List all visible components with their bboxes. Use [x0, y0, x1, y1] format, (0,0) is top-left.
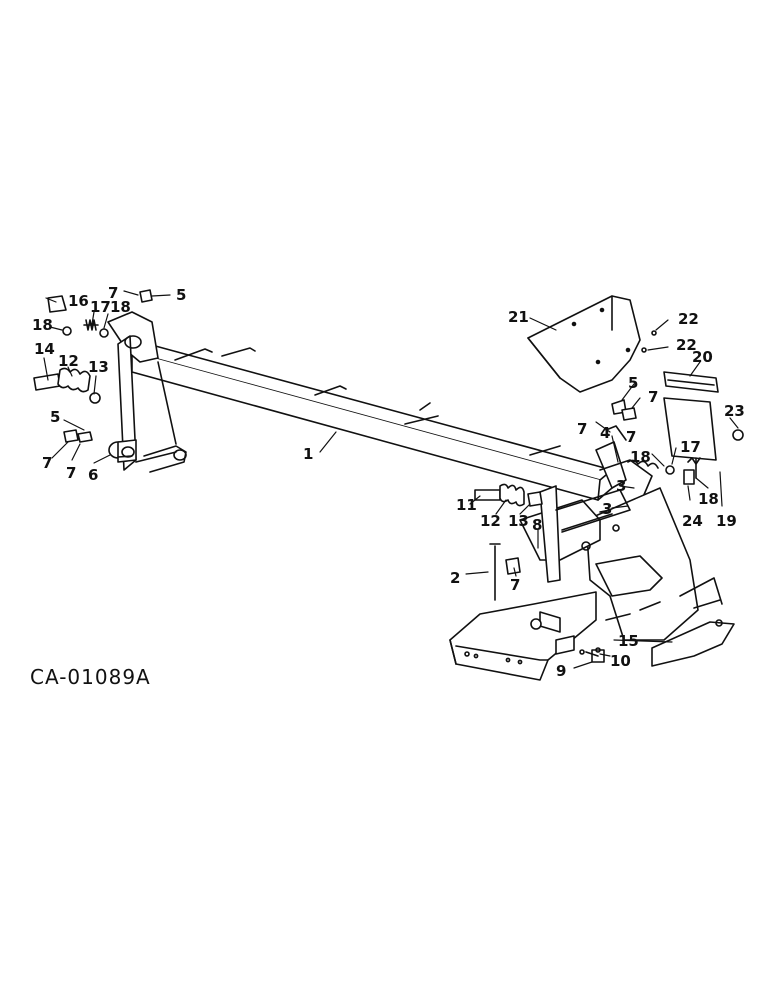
- callout-7e: 7: [577, 420, 587, 438]
- callout-9: 9: [556, 662, 566, 680]
- callout-6: 6: [88, 466, 98, 484]
- callout-18: 18: [110, 298, 131, 316]
- callout-labels: 1 2 3 3 4 5 5 5 6 7 7 7 7 7 7 7 8 9 10 1…: [32, 284, 745, 680]
- callout-11: 11: [456, 496, 477, 514]
- left-bracket: [107, 311, 187, 473]
- callout-17: 17: [90, 298, 111, 316]
- callout-5c: 5: [628, 374, 638, 392]
- callout-16: 16: [68, 292, 89, 310]
- callout-12: 12: [58, 352, 79, 370]
- callout-20: 20: [692, 348, 713, 366]
- callout-8: 8: [532, 516, 542, 534]
- callout-13b: 13: [508, 512, 529, 530]
- callout-21: 21: [508, 308, 529, 326]
- leader-lines: [43, 290, 739, 669]
- callout-7f: 7: [626, 428, 636, 446]
- figure-code: CA-01089A: [30, 665, 151, 689]
- callout-3b: 3: [602, 500, 612, 518]
- callout-18b: 18: [32, 316, 53, 334]
- callout-7: 7: [108, 284, 118, 302]
- callout-15: 15: [618, 632, 639, 650]
- callout-1: 1: [303, 445, 313, 463]
- callout-22: 22: [678, 310, 699, 328]
- front-housing: [449, 577, 735, 681]
- callout-22b: 22: [676, 336, 697, 354]
- callout-7c: 7: [66, 464, 76, 482]
- callout-7b: 7: [42, 454, 52, 472]
- center-hardware: [474, 483, 599, 657]
- callout-2: 2: [450, 569, 460, 587]
- gearbox-housing: [519, 485, 699, 641]
- callout-10: 10: [610, 652, 631, 670]
- callout-17b: 17: [680, 438, 701, 456]
- callout-12b: 12: [480, 512, 501, 530]
- callout-7d: 7: [648, 388, 658, 406]
- callout-7g: 7: [510, 576, 520, 594]
- deflector-shield: [527, 295, 641, 393]
- callout-13: 13: [88, 358, 109, 376]
- callout-18d: 18: [698, 490, 719, 508]
- callout-5: 5: [176, 286, 186, 304]
- right-frame: [595, 399, 701, 513]
- callout-5b: 5: [50, 408, 60, 426]
- callout-3: 3: [616, 477, 626, 495]
- callout-19: 19: [716, 512, 737, 530]
- callout-23: 23: [724, 402, 745, 420]
- callout-4: 4: [600, 424, 610, 442]
- callout-18c: 18: [630, 448, 651, 466]
- main-beam: [131, 343, 613, 501]
- callout-14: 14: [34, 340, 55, 358]
- right-plate: [641, 330, 744, 461]
- callout-24: 24: [682, 512, 703, 530]
